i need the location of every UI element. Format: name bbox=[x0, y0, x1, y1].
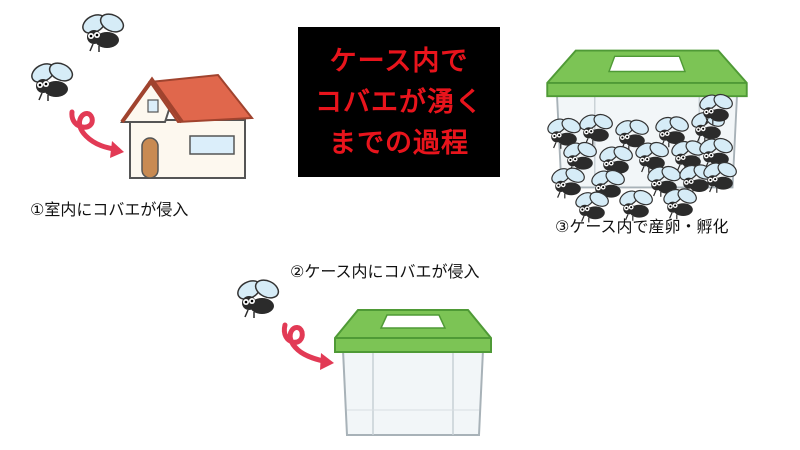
arrow-icon bbox=[281, 322, 334, 370]
title-line-1: ケース内で bbox=[329, 45, 469, 77]
fly-icon bbox=[78, 9, 128, 53]
fly-icon bbox=[27, 58, 77, 102]
title-box: ケース内で コバエが湧く までの過程 bbox=[298, 27, 500, 177]
house-icon bbox=[120, 73, 254, 179]
case-icon bbox=[334, 309, 492, 436]
title-line-3: までの過程 bbox=[329, 127, 469, 159]
step-1-caption: ①室内にコバエが侵入 bbox=[30, 200, 189, 219]
title-line-2: コバエが湧く bbox=[315, 86, 483, 118]
arrow-icon bbox=[69, 109, 124, 158]
fly-icon bbox=[233, 275, 283, 319]
step-3-caption: ③ケース内で産卵・孵化 bbox=[555, 217, 729, 236]
step-2-caption: ②ケース内にコバエが侵入 bbox=[290, 262, 480, 281]
